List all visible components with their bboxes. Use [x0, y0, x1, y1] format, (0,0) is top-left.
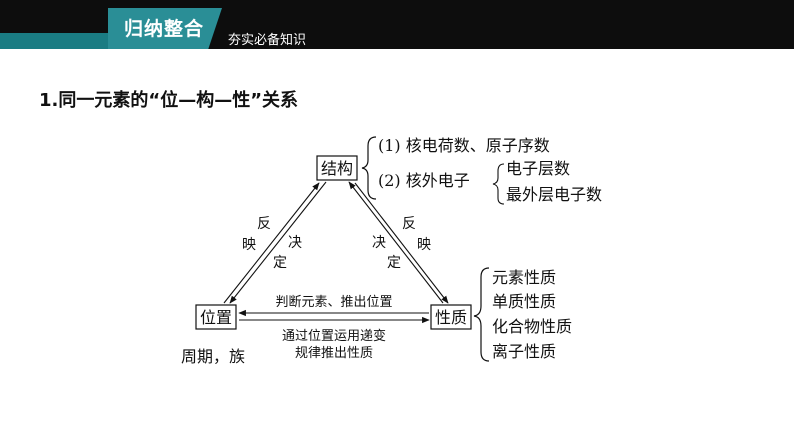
- property-item-3: 离子性质: [492, 342, 556, 361]
- bottom-label-line-1: 通过位置运用递变: [282, 328, 386, 344]
- property-item-1: 单质性质: [492, 292, 556, 311]
- bottom-top-label: 判断元素、推出位置: [275, 295, 392, 310]
- left-reflect-1: 反: [257, 216, 271, 232]
- structure-node-label: 结构: [321, 159, 353, 178]
- header-bar: 归纳整合 夯实必备知识: [0, 0, 794, 49]
- valence-electrons: 最外层电子数: [506, 185, 602, 204]
- left-decide-2: 定: [273, 255, 287, 271]
- structure-item-2: (2) 核外电子: [378, 171, 470, 190]
- bottom-label-line-2: 规律推出性质: [295, 346, 373, 361]
- structure-node: [316, 155, 358, 181]
- arrow-structure-to-position: [229, 181, 327, 304]
- property-brace: [473, 267, 490, 362]
- arrow-position-to-structure: [223, 182, 320, 304]
- right-reflect-1: 反: [402, 216, 416, 232]
- property-node-label: 性质: [435, 308, 467, 327]
- electron-shells: 电子层数: [506, 159, 570, 178]
- property-item-2: 化合物性质: [492, 317, 572, 336]
- section-label-box: [108, 8, 222, 49]
- right-decide-2: 定: [387, 255, 401, 271]
- arrow-structure-to-property: [354, 182, 449, 304]
- structure-brace: [361, 136, 377, 200]
- electron-brace: [492, 163, 505, 205]
- structure-item-1: (1) 核电荷数、原子序数: [378, 136, 550, 155]
- section-subtitle: 夯实必备知识: [228, 33, 307, 48]
- left-reflect-2: 映: [242, 237, 256, 253]
- arrow-property-to-structure: [348, 181, 444, 304]
- left-decide-1: 决: [288, 235, 302, 251]
- position-note: 周期，族: [181, 347, 245, 366]
- header-accent-strip: [0, 33, 108, 49]
- section-label: 归纳整合: [124, 18, 205, 40]
- position-node-label: 位置: [200, 308, 232, 327]
- position-node: [195, 304, 237, 330]
- right-decide-1: 决: [372, 235, 386, 251]
- property-item-0: 元素性质: [492, 268, 556, 287]
- right-reflect-2: 映: [417, 237, 431, 253]
- page-title: 1.同一元素的“位—构—性”关系: [39, 90, 299, 111]
- property-node: [430, 304, 472, 330]
